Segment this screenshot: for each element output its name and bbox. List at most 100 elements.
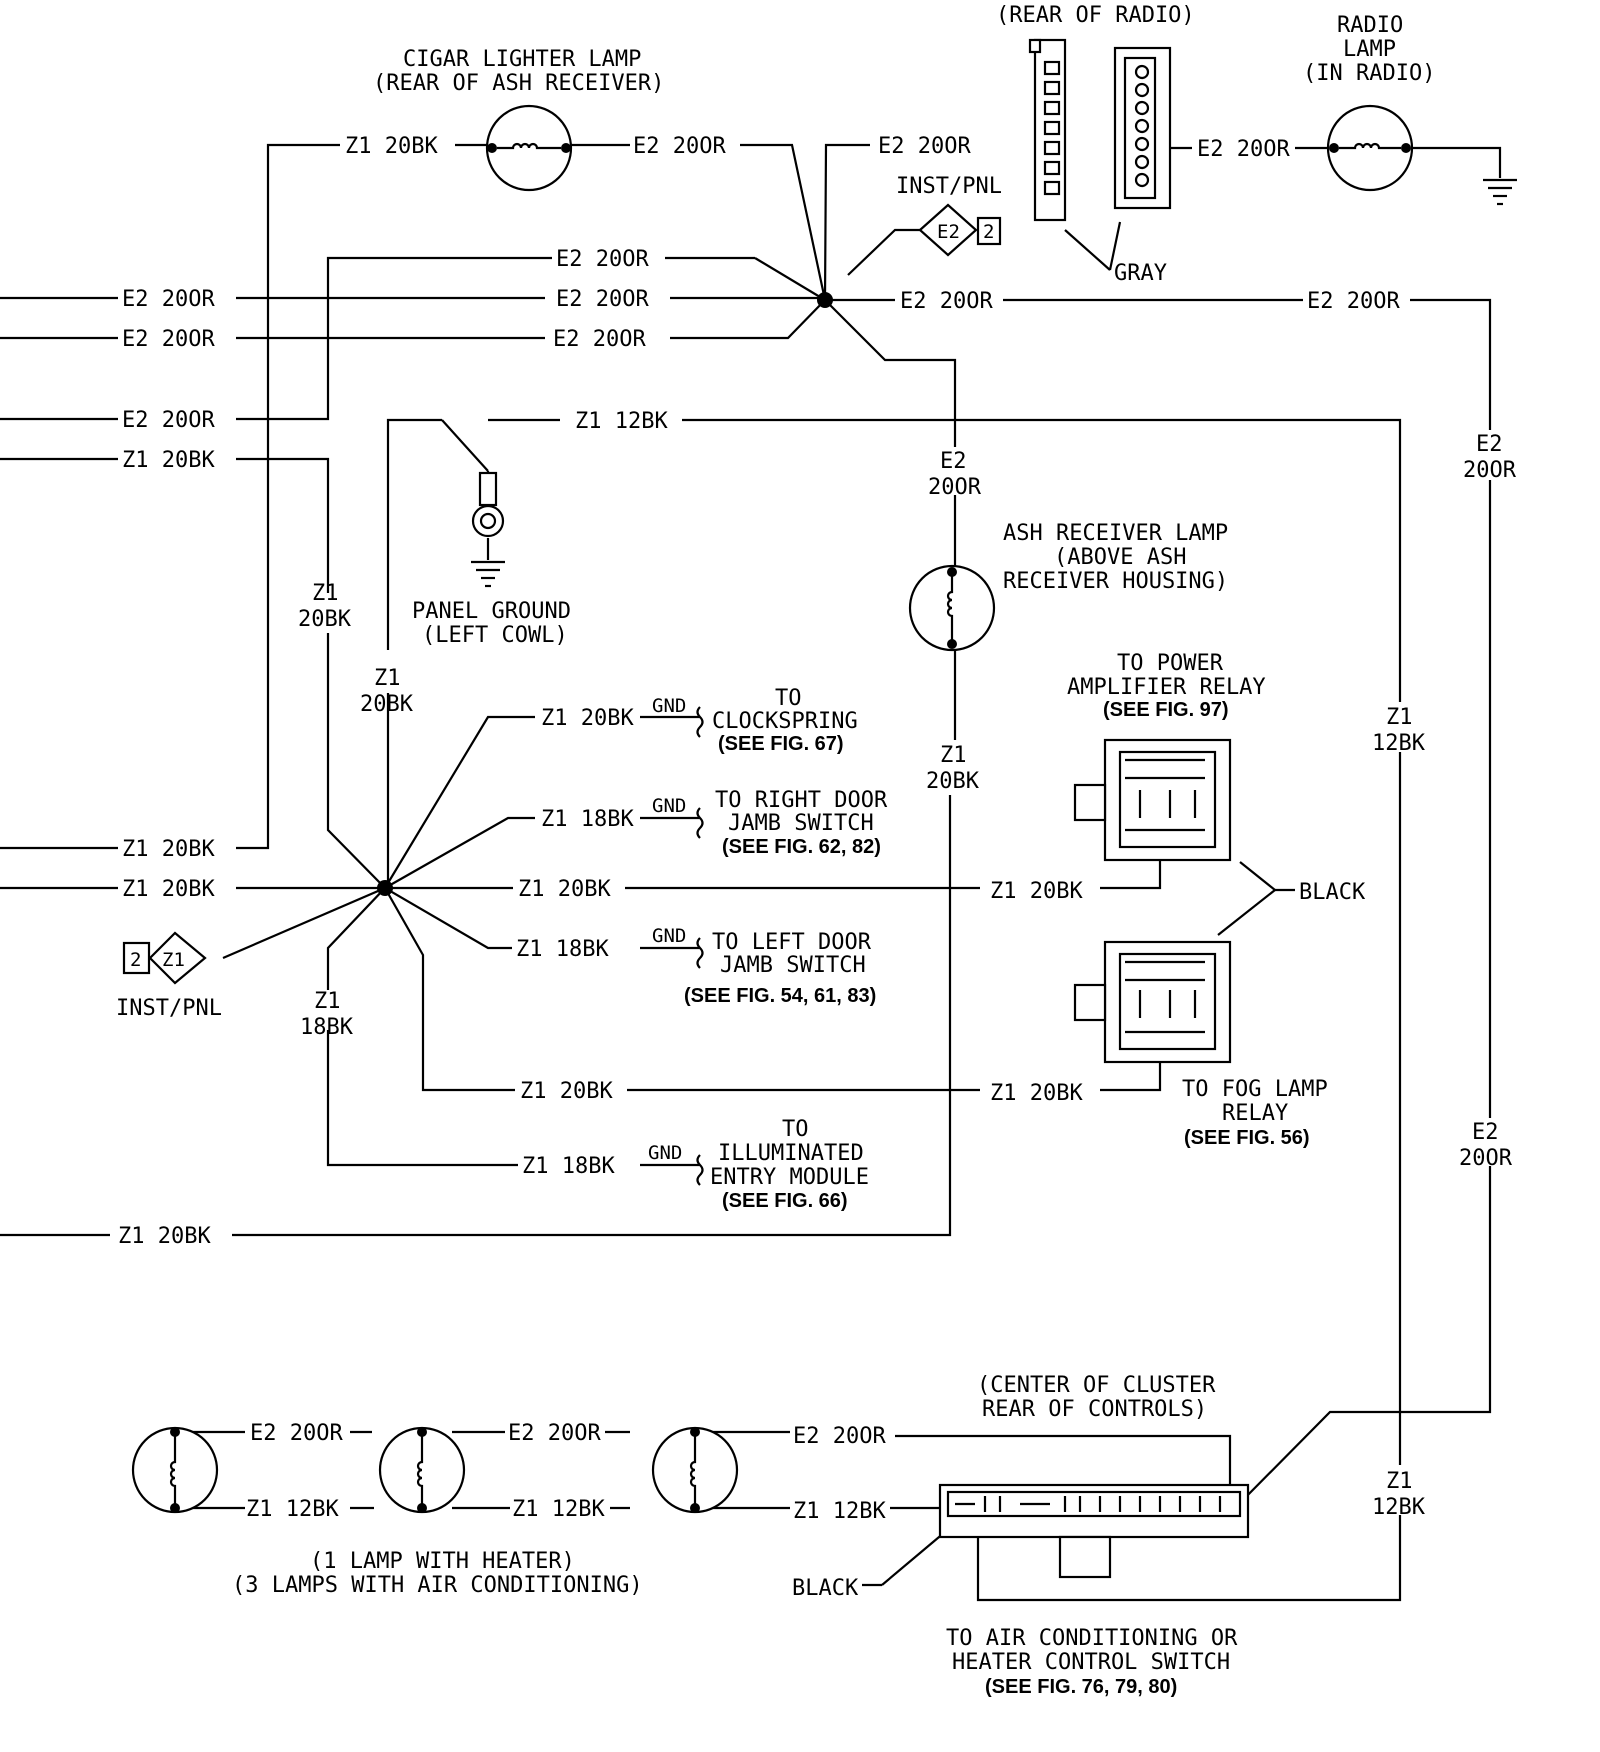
- wire-label-code: Z1: [312, 581, 339, 606]
- power-amplifier-relay-connector: [1073, 738, 1232, 862]
- gnd-label: GND: [652, 795, 686, 817]
- lamps-note: (3 LAMPS WITH AIR CONDITIONING): [232, 1573, 643, 1598]
- fog-lamp-label: TO FOG LAMP: [1182, 1077, 1328, 1102]
- ac-switch-label: HEATER CONTROL SWITCH: [952, 1650, 1230, 1675]
- right-door-label: (SEE FIG. 62, 82): [722, 836, 881, 858]
- clockspring-label: (SEE FIG. 67): [718, 733, 844, 755]
- splice-e2: [817, 292, 833, 308]
- power-amp-label: (SEE FIG. 97): [1103, 699, 1229, 721]
- wire-label: Z1 18BK: [516, 937, 609, 962]
- left-door-label: JAMB SWITCH: [720, 953, 866, 978]
- cluster-lamp-3: [651, 1426, 739, 1514]
- entry-module-label: ENTRY MODULE: [710, 1165, 869, 1190]
- power-amp-label: AMPLIFIER RELAY: [1067, 675, 1266, 700]
- cluster-location-label: REAR OF CONTROLS): [982, 1397, 1207, 1422]
- fog-lamp-relay-connector: [1073, 940, 1232, 1064]
- wire-label: Z1 20BK: [122, 837, 215, 862]
- gnd-label: GND: [652, 925, 686, 947]
- inst-pnl-connector-pin: 2: [130, 949, 141, 971]
- inst-pnl-label: INST/PNL: [116, 996, 222, 1021]
- fog-lamp-label: (SEE FIG. 56): [1184, 1127, 1310, 1149]
- inst-pnl-connector-code: Z1: [162, 949, 185, 971]
- splice-dots: [377, 292, 833, 896]
- wire-label-code: Z1: [374, 666, 401, 691]
- panel-ground-symbol: [471, 471, 505, 588]
- ash-receiver-lamp: [908, 564, 996, 652]
- wire-label: E2 20OR: [122, 287, 215, 312]
- inst-pnl-connector-z1: [122, 931, 207, 985]
- inst-pnl-label: INST/PNL: [896, 174, 1002, 199]
- right-door-label: JAMB SWITCH: [728, 811, 874, 836]
- cluster-connector: [938, 1483, 1250, 1579]
- gnd-label: GND: [652, 695, 686, 717]
- cluster-lamp-2: [378, 1426, 466, 1514]
- wire-label: Z1 20BK: [990, 879, 1083, 904]
- wire-label: E2 20OR: [553, 327, 646, 352]
- wire-label: Z1 12BK: [246, 1497, 339, 1522]
- panel-ground-label: (LEFT COWL): [422, 623, 568, 648]
- wire-label-color: 12BK: [1372, 731, 1426, 756]
- wire-label-code: E2: [940, 449, 967, 474]
- wire-label-color: 18BK: [300, 1015, 354, 1040]
- entry-module-label: ILLUMINATED: [718, 1141, 864, 1166]
- wire-label: E2 20OR: [878, 134, 971, 159]
- clockspring-label: CLOCKSPRING: [712, 709, 858, 734]
- radio-lamp: [1326, 104, 1414, 192]
- gray-label: GRAY: [1114, 261, 1167, 286]
- radio-lamp-label: RADIO: [1337, 13, 1403, 38]
- inst-pnl-connector-e2: [918, 203, 1002, 257]
- radio-connector-right: [1113, 46, 1172, 210]
- wire-label: E2 20OR: [1197, 137, 1290, 162]
- ash-lamp-label: (ABOVE ASH: [1054, 545, 1186, 570]
- ash-lamp-label: RECEIVER HOUSING): [1003, 569, 1228, 594]
- wire-label: E2 20OR: [122, 327, 215, 352]
- left-door-label: (SEE FIG. 54, 61, 83): [684, 985, 876, 1007]
- wire-label: E2 20OR: [556, 287, 649, 312]
- splice-z1: [377, 880, 393, 896]
- gnd-label: GND: [648, 1142, 682, 1164]
- black-label: BLACK: [792, 1576, 859, 1601]
- wire-label-code: E2: [1472, 1120, 1499, 1145]
- entry-module-label: (SEE FIG. 66): [722, 1190, 848, 1212]
- wire-label: Z1 12BK: [512, 1497, 605, 1522]
- radio-connector-left: [1028, 38, 1067, 222]
- wire-label: E2 20OR: [633, 134, 726, 159]
- wire-label-color: 12BK: [1372, 1495, 1426, 1520]
- wire-label-color: 20OR: [1463, 458, 1517, 483]
- cigar-lamp-label: (REAR OF ASH RECEIVER): [373, 71, 664, 96]
- entry-module-label: TO: [782, 1117, 809, 1142]
- wire-label: E2 20OR: [1307, 289, 1400, 314]
- wire-label-color: 20BK: [926, 769, 980, 794]
- panel-ground-label: PANEL GROUND: [412, 599, 571, 624]
- wire-label: Z1 20BK: [541, 706, 634, 731]
- wire-label: Z1 20BK: [345, 134, 438, 159]
- wire-label: Z1 12BK: [575, 409, 668, 434]
- wire-label-code: E2: [1476, 432, 1503, 457]
- gnd-fittings: [696, 706, 704, 1186]
- wire-label: Z1 20BK: [518, 877, 611, 902]
- wires: [0, 143, 1502, 1602]
- wire-label-color: 20BK: [360, 692, 414, 717]
- wire-label-code: Z1: [1386, 705, 1413, 730]
- ash-lamp-label: ASH RECEIVER LAMP: [1003, 521, 1228, 546]
- wire-label: E2 20OR: [122, 408, 215, 433]
- wire-label: E2 20OR: [900, 289, 993, 314]
- wire-label: E2 20OR: [508, 1421, 601, 1446]
- wire-label: Z1 18BK: [541, 807, 634, 832]
- cluster-location-label: (CENTER OF CLUSTER: [977, 1373, 1216, 1398]
- wire-label: Z1 20BK: [990, 1081, 1083, 1106]
- clockspring-label: TO: [775, 686, 802, 711]
- inst-pnl-connector-pin: 2: [983, 221, 994, 243]
- wire-label: Z1 20BK: [520, 1079, 613, 1104]
- wire-label-color: 20BK: [298, 607, 352, 632]
- ac-switch-label: (SEE FIG. 76, 79, 80): [985, 1676, 1177, 1698]
- cigar-lamp-label: CIGAR LIGHTER LAMP: [403, 47, 641, 72]
- wire-label: Z1 20BK: [118, 1224, 211, 1249]
- wire-label-code: Z1: [1386, 1469, 1413, 1494]
- wire-label: E2 20OR: [250, 1421, 343, 1446]
- radio-lamp-label: (IN RADIO): [1303, 61, 1435, 86]
- cigar-lighter-lamp: [485, 104, 573, 192]
- wire-label: Z1 12BK: [793, 1499, 886, 1524]
- ac-switch-label: TO AIR CONDITIONING OR: [946, 1626, 1238, 1651]
